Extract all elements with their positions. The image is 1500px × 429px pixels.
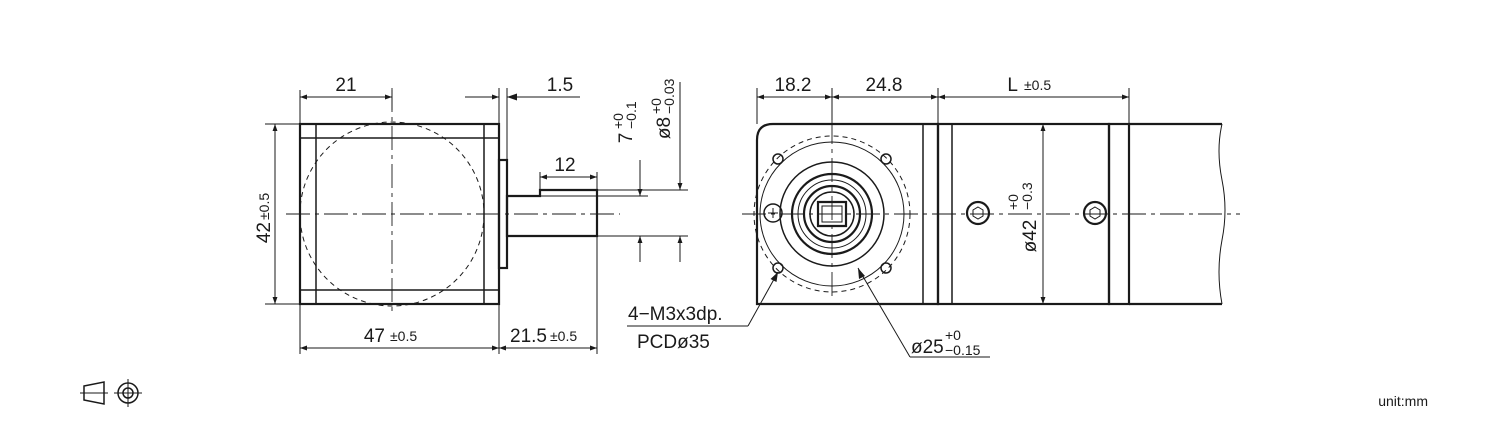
mount-hole-bottom-right [880, 262, 892, 274]
dim-height-42-tol: ±0.5 [256, 193, 272, 220]
dim-key-length-12: 12 [554, 155, 575, 176]
dim-pilot-dia-tol-upper: +0 [945, 327, 961, 343]
dim-24-8: 24.8 [866, 75, 903, 96]
dim-motor-dia-tol-lower: −0.3 [1019, 182, 1035, 210]
hex-screw-2 [1082, 200, 1108, 226]
mount-hole-top-left [772, 153, 784, 165]
side-view: 18.2 24.8 L ±0.5 ø42 +0 −0.3 4−M3x3dp. P… [627, 75, 1240, 358]
screw-head [763, 203, 783, 223]
dim-shaft-length-21-5: 21.5 [510, 326, 547, 347]
output-shaft [505, 188, 599, 238]
unit-label: unit:mm [1378, 393, 1428, 409]
dim-l-tol: ±0.5 [1024, 77, 1051, 93]
dim-motor-dia-42: ø42 [1020, 220, 1041, 253]
dim-pilot-dia-25: ø25 [911, 337, 944, 358]
dim-18-2: 18.2 [775, 75, 812, 96]
front-view: 21 1.5 12 42 ±0.5 47 ±0.5 21.5 ±0.5 7 +0… [254, 75, 688, 354]
dim-flange-1-5: 1.5 [547, 75, 573, 96]
dim-shaft-length-21-5-tol: ±0.5 [550, 328, 577, 344]
dim-body-length-47-tol: ±0.5 [390, 328, 417, 344]
dim-shaft-dia-8: ø8 [654, 117, 675, 139]
first-angle-projection-icon [80, 379, 142, 407]
dim-shaft-dia-tol-lower: −0.03 [661, 78, 677, 114]
dim-key-height-tol-lower: −0.1 [623, 101, 639, 129]
dim-key-height-tol-upper: +0 [610, 113, 626, 129]
dim-body-length-47: 47 [364, 326, 385, 347]
shaft-end [816, 200, 848, 228]
note-holes-line1: 4−M3x3dp. [628, 304, 723, 325]
gearbox-face-outline [755, 122, 940, 306]
dim-l: L [1007, 75, 1018, 96]
dim-key-height-7: 7 [616, 133, 637, 144]
dim-height-42: 42 [254, 222, 275, 243]
mount-hole-bottom-left [772, 262, 784, 274]
mount-hole-top-right [880, 153, 892, 165]
dim-pilot-dia-tol-lower: −0.15 [945, 342, 981, 358]
dim-width-21: 21 [335, 75, 356, 96]
note-holes-line2: PCDø35 [637, 332, 710, 353]
hex-screw-1 [965, 200, 991, 226]
dim-shaft-dia-tol-upper: +0 [648, 98, 664, 114]
dim-motor-dia-tol-upper: +0 [1005, 194, 1021, 210]
